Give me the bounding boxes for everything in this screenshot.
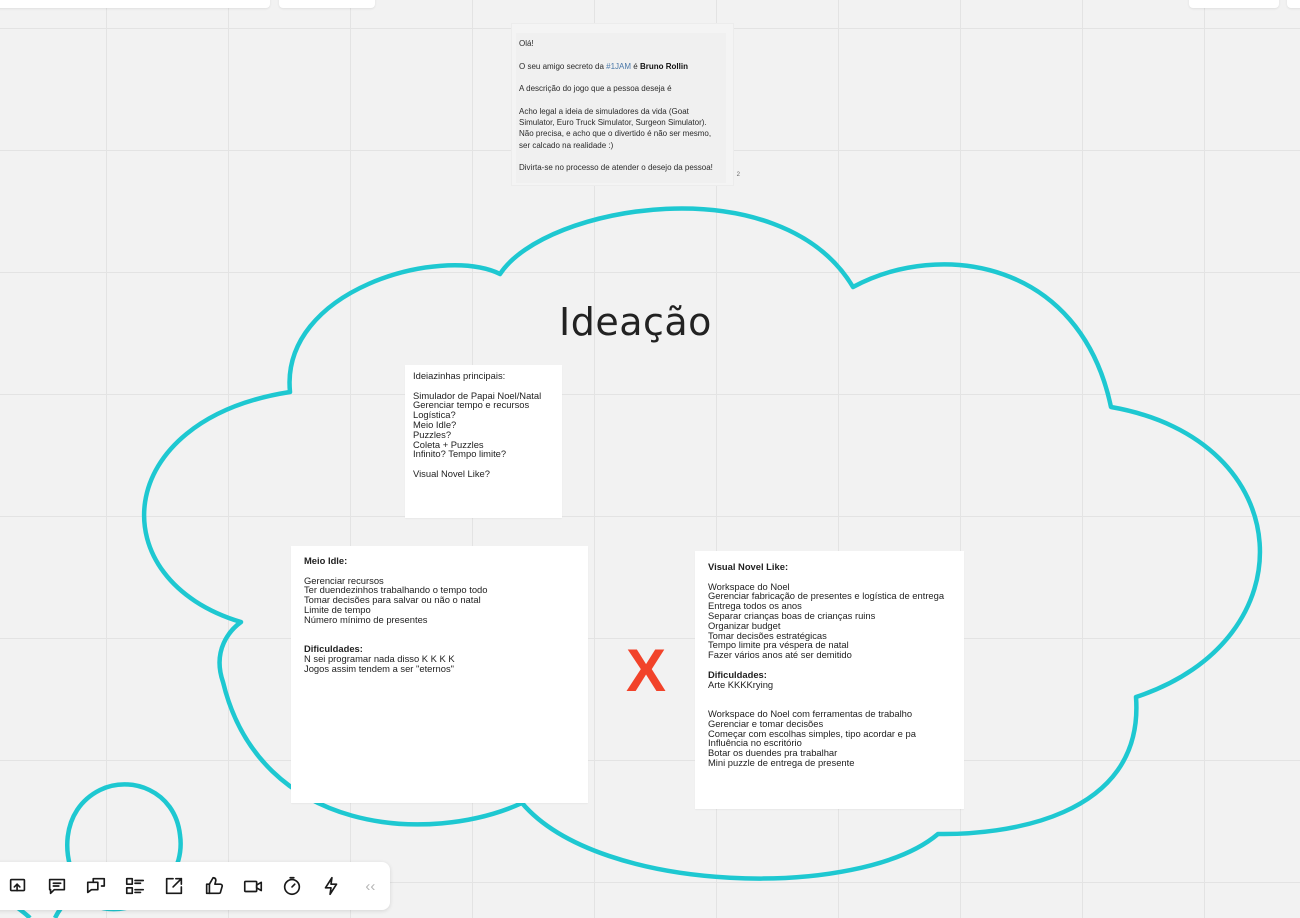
note-difficulties-title: Dificuldades: xyxy=(708,668,767,680)
note-item: Ter duendezinhos trabalhando o tempo tod… xyxy=(304,584,488,596)
comment-list-icon xyxy=(48,878,65,895)
note-item: Tomar decisões para salvar ou não o nata… xyxy=(304,594,481,606)
note-extra-item: Mini puzzle de entrega de presente xyxy=(708,756,855,768)
comment-list-button[interactable] xyxy=(37,866,76,906)
note-difficulty: Arte KKKKrying xyxy=(708,678,774,690)
timer-icon xyxy=(283,876,301,896)
video-button[interactable] xyxy=(233,866,272,906)
email-body: Olá! O seu amigo secreto da #1JAM é Brun… xyxy=(516,33,740,183)
email-hashtag: #1JAM xyxy=(606,61,632,71)
note-item: Gerenciar tempo e recursos xyxy=(413,399,530,411)
note-item: Gerenciar recursos xyxy=(304,574,384,586)
chat-icon xyxy=(86,877,106,894)
topbar-left-panel-secondary[interactable] xyxy=(279,0,375,8)
email-description: Acho legal a ideia de simuladores da vid… xyxy=(519,106,726,151)
note-title: Ideiazinhas principais: xyxy=(413,370,506,381)
email-friend-line: O seu amigo secreto da #1JAM é Bruno Rol… xyxy=(519,61,726,72)
note-item: Meio Idle? xyxy=(413,418,457,430)
email-friend-name: Bruno Rollin xyxy=(639,61,688,71)
chat-button[interactable] xyxy=(76,866,115,906)
timer-button[interactable] xyxy=(272,866,311,906)
email-closing: Divirta-se no processo de atender o dese… xyxy=(519,163,713,173)
note-extra-item: Influência no escritório xyxy=(708,737,802,749)
note-item: Tomar decisões estratégicas xyxy=(708,629,827,641)
cloud-title[interactable]: Ideação xyxy=(559,300,712,344)
topbar-right-panel[interactable] xyxy=(1189,0,1279,8)
topbar-left-panel[interactable] xyxy=(0,0,270,8)
lightning-button[interactable] xyxy=(312,866,351,906)
email-friend-mid: é xyxy=(631,61,640,71)
thumbs-up-icon xyxy=(205,876,223,895)
email-screenshot[interactable]: Olá! O seu amigo secreto da #1JAM é Brun… xyxy=(511,23,740,186)
email-page-marker: 2 xyxy=(736,171,740,178)
vote-button[interactable] xyxy=(194,866,233,906)
card-list-icon xyxy=(126,877,145,895)
note-title: Meio Idle: xyxy=(304,555,348,566)
note-footer: Visual Novel Like? xyxy=(413,467,490,479)
note-item: Limite de tempo xyxy=(304,603,371,615)
note-extra-item: Workspace do Noel com ferramentas de tra… xyxy=(708,707,913,719)
note-difficulty: N sei programar nada disso K K K K xyxy=(304,652,455,664)
sticky-note-idle[interactable]: Meio Idle: Gerenciar recursos Ter duende… xyxy=(291,546,588,803)
note-item: Tempo limite pra véspera de natal xyxy=(708,639,849,651)
sticky-note-visual-novel[interactable]: Visual Novel Like: Workspace do Noel Ger… xyxy=(695,551,964,809)
share-out-button[interactable] xyxy=(155,866,194,906)
note-item: Organizar budget xyxy=(708,619,781,631)
note-difficulty: Jogos assim tendem a ser "eternos" xyxy=(304,662,454,674)
x-mark[interactable]: X xyxy=(626,637,667,704)
note-item: Simulador de Papai Noel/Natal xyxy=(413,389,542,401)
note-title: Visual Novel Like: xyxy=(708,561,789,572)
lightning-icon xyxy=(324,876,338,896)
note-item: Gerenciar fabricação de presentes e logí… xyxy=(708,590,945,602)
note-item: Infinito? Tempo limite? xyxy=(413,448,507,460)
email-greeting: Olá! xyxy=(519,39,534,48)
note-extra-item: Começar com escolhas simples, tipo acord… xyxy=(708,727,916,739)
email-description-line: ser calcado na realidade :) xyxy=(519,140,614,150)
note-item: Workspace do Noel xyxy=(708,580,790,592)
email-description-line: Simulator, Euro Truck Simulator, Surgeon… xyxy=(519,118,707,128)
email-friend-prefix: O seu amigo secreto da xyxy=(519,61,607,71)
cloud-shape[interactable] xyxy=(142,206,1263,881)
note-item: Separar crianças boas de crianças ruins xyxy=(708,609,876,621)
note-item: Entrega todos os anos xyxy=(708,600,802,612)
note-extra-item: Botar os duendes pra trabalhar xyxy=(708,747,838,759)
note-difficulties-title: Dificuldades: xyxy=(304,643,363,655)
topbar-right-edge[interactable] xyxy=(1287,0,1300,8)
sticky-note-main-ideas[interactable]: Ideiazinhas principais: Simulador de Pap… xyxy=(405,365,562,518)
note-item: Número mínimo de presentes xyxy=(304,613,428,625)
note-item: Fazer vários anos até ser demitido xyxy=(708,649,852,661)
toolbar-collapse-button[interactable]: ‹‹ xyxy=(365,877,376,895)
frame-icon xyxy=(9,878,25,892)
bottom-toolbar: ‹‹ xyxy=(0,862,390,910)
video-icon xyxy=(243,880,262,893)
note-item: Logística? xyxy=(413,409,456,421)
note-item: Puzzles? xyxy=(413,428,452,440)
share-out-icon xyxy=(166,877,183,895)
email-description-line: Acho legal a ideia de simuladores da vid… xyxy=(519,106,689,116)
email-description-line: Não precisa, e acho que o divertido é nã… xyxy=(519,129,712,139)
frame-button[interactable] xyxy=(0,866,37,906)
card-list-button[interactable] xyxy=(116,866,155,906)
email-description-label: A descrição do jogo que a pessoa deseja … xyxy=(519,84,672,94)
note-extra-item: Gerenciar e tomar decisões xyxy=(708,717,824,729)
note-item: Coleta + Puzzles xyxy=(413,438,484,450)
